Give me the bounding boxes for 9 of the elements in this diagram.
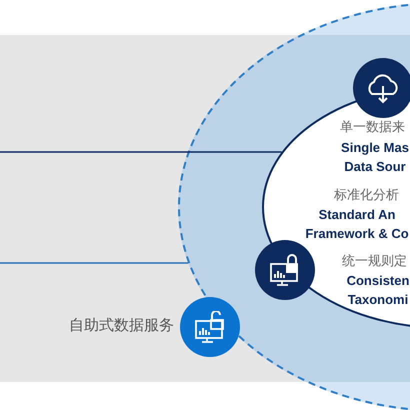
chinese-heading: 单一数据来 bbox=[340, 119, 405, 137]
connector-line bbox=[0, 151, 282, 153]
service-label: 自助式数据服务 bbox=[69, 316, 174, 335]
chinese-heading: 标准化分析 bbox=[334, 187, 399, 205]
english-heading: Standard An Framework & Co bbox=[304, 206, 410, 243]
english-heading: Consisten Taxonomi bbox=[346, 272, 410, 309]
english-heading: Single Mas Data Sour bbox=[340, 139, 410, 176]
chinese-heading: 统一规则定 bbox=[342, 253, 407, 271]
connector-line bbox=[0, 262, 188, 264]
